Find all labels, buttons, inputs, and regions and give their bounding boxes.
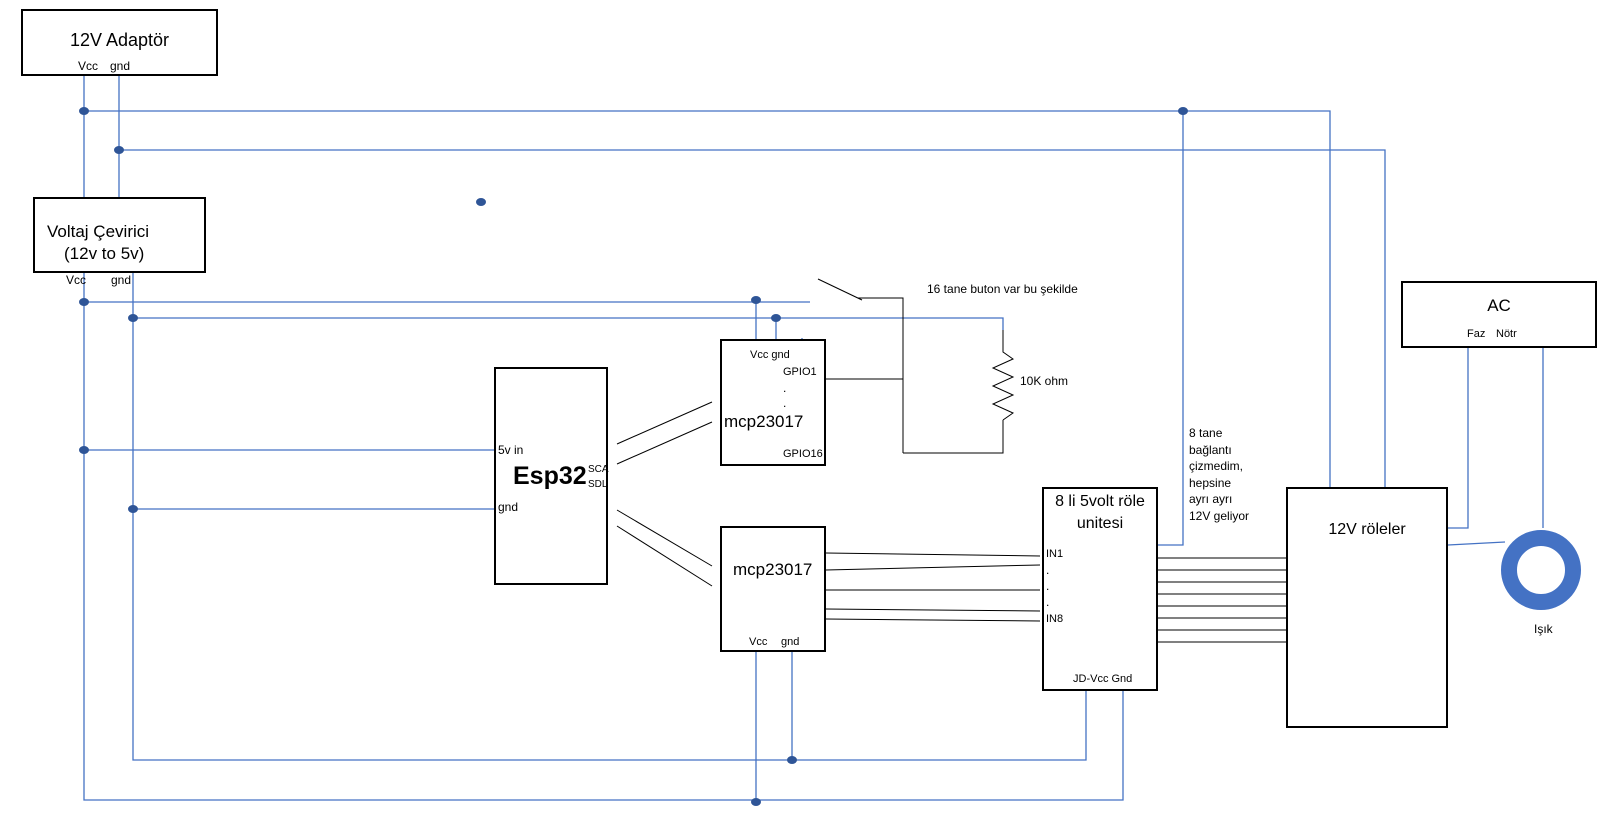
voltage-converter-box [33, 197, 206, 273]
connection-note-line: hepsine [1189, 475, 1232, 490]
wire-12v-gnd-rail [118, 76, 1386, 487]
connection-note-line: ayrı ayrı [1189, 492, 1233, 506]
relay-output-lines [1158, 557, 1286, 643]
converter-gnd-label: gnd [111, 273, 132, 287]
wires-5v [83, 273, 1124, 801]
i2c-line-bottom-2 [616, 525, 713, 587]
relay-input-lines [825, 552, 1041, 622]
mcp-top-vcc-gnd-label: Vcc gnd [750, 349, 790, 361]
junction-dot [128, 314, 138, 322]
mcp-top-gpio1-label: GPIO1 [783, 366, 817, 378]
esp32-vin-label: 5v in [498, 443, 524, 457]
mcp-top-gpio16-label: GPIO16 [783, 448, 823, 460]
adaptor-gnd-label: gnd [110, 59, 131, 73]
converter-title-line1: Voltaj Çevirici [47, 222, 150, 241]
resistor-wire-bottom [903, 420, 1004, 454]
junction-dot [476, 198, 486, 206]
mcp-top-title: mcp23017 [724, 412, 804, 431]
i2c-line-top-1 [616, 401, 713, 445]
mcp23017-top-box [720, 339, 826, 466]
junction-dot [114, 146, 124, 154]
junction-dot [751, 798, 761, 806]
esp32-title: Esp32 [513, 462, 587, 490]
relay-unit-box [1042, 487, 1158, 691]
mcp23017-bottom-box [720, 526, 826, 652]
relay-unit-in8-label: IN8 [1046, 613, 1064, 625]
button-note: 16 tane buton var bu şekilde [927, 282, 1078, 296]
junction-dot [128, 505, 138, 513]
junction-dots [79, 107, 1188, 806]
junction-dot [79, 107, 89, 115]
relays-12v-title: 12V röleler [1328, 521, 1406, 538]
adaptor-12v-title: 12V Adaptör [69, 30, 170, 50]
relay-unit-dot: . [1046, 595, 1050, 609]
mcp-bottom-vcc-label: Vcc [749, 636, 768, 648]
wire-5v-vcc-rail [83, 273, 1124, 801]
esp32-box [494, 367, 608, 585]
connection-note-line: 8 tane [1189, 426, 1223, 440]
relay-unit-title-line2: unitesi [1076, 515, 1124, 532]
esp32-sdl-label: SDL [588, 479, 608, 490]
light-label: Işık [1534, 622, 1553, 636]
junction-dot [79, 446, 89, 454]
relay-unit-power-label: JD-Vcc Gnd [1073, 673, 1133, 685]
junction-dot [79, 298, 89, 306]
connection-note-line: çizmedim, [1189, 459, 1244, 473]
wire-5v-gnd-top [133, 317, 1004, 330]
adaptor-vcc-label: Vcc [78, 59, 99, 73]
button-circuit [817, 278, 1015, 454]
connection-note-line: 12V geliyor [1189, 508, 1250, 523]
junction-dot [787, 756, 797, 764]
mcp-bottom-title: mcp23017 [733, 560, 813, 579]
light-lamp [1501, 530, 1581, 610]
connection-note-line: bağlantı [1189, 442, 1232, 457]
resistor-zigzag [991, 330, 1015, 421]
relay-in-line [825, 608, 1041, 612]
ac-source-box [1401, 281, 1597, 348]
wire-5v-gnd-rail [132, 273, 1087, 761]
switch-blade [817, 278, 863, 301]
adaptor-12v-box [21, 9, 218, 76]
relay-in-line [825, 552, 1041, 557]
mcp-bottom-gnd-label: gnd [781, 636, 800, 648]
relay-unit-in1-label: IN1 [1046, 548, 1064, 560]
relay-in-line [825, 618, 1041, 622]
relay-unit-dot: . [1046, 579, 1050, 593]
junction-dot [751, 296, 761, 304]
converter-vcc-label: Vcc [66, 273, 87, 287]
i2c-line-bottom-1 [616, 509, 713, 567]
junction-dot [1178, 107, 1188, 115]
relay-unit-title-line1: 8 li 5volt röle [1055, 493, 1145, 510]
i2c-bus-lines [616, 401, 713, 587]
connection-note: 8 tane bağlantı çizmedim, hepsine ayrı a… [1189, 425, 1249, 524]
wire-ac-faz [1448, 348, 1469, 529]
relays-12v-box [1286, 487, 1448, 728]
ac-faz-label: Faz [1467, 328, 1486, 340]
ac-notr-label: Nötr [1496, 328, 1517, 340]
resistor-label: 10K ohm [1020, 374, 1069, 388]
i2c-line-top-2 [616, 421, 713, 465]
esp32-sca-label: SCA [588, 464, 609, 475]
mcp-top-dot: . [783, 381, 787, 395]
esp32-gnd-label: gnd [498, 500, 519, 514]
converter-title-line2: (12v to 5v) [64, 244, 145, 263]
junction-dot [771, 314, 781, 322]
mcp-top-dot: . [783, 396, 787, 410]
relay-in-line [825, 564, 1041, 571]
ac-title: AC [1487, 296, 1511, 315]
wire-12v-vcc-rail [83, 76, 1331, 487]
switch-contact [858, 297, 904, 453]
wires-12v [83, 76, 1386, 546]
wires-ac [1447, 348, 1544, 546]
wire-12v-to-relay-unit [1158, 111, 1184, 546]
wire-relay-to-light [1447, 541, 1506, 546]
relay-unit-dot: . [1046, 563, 1050, 577]
